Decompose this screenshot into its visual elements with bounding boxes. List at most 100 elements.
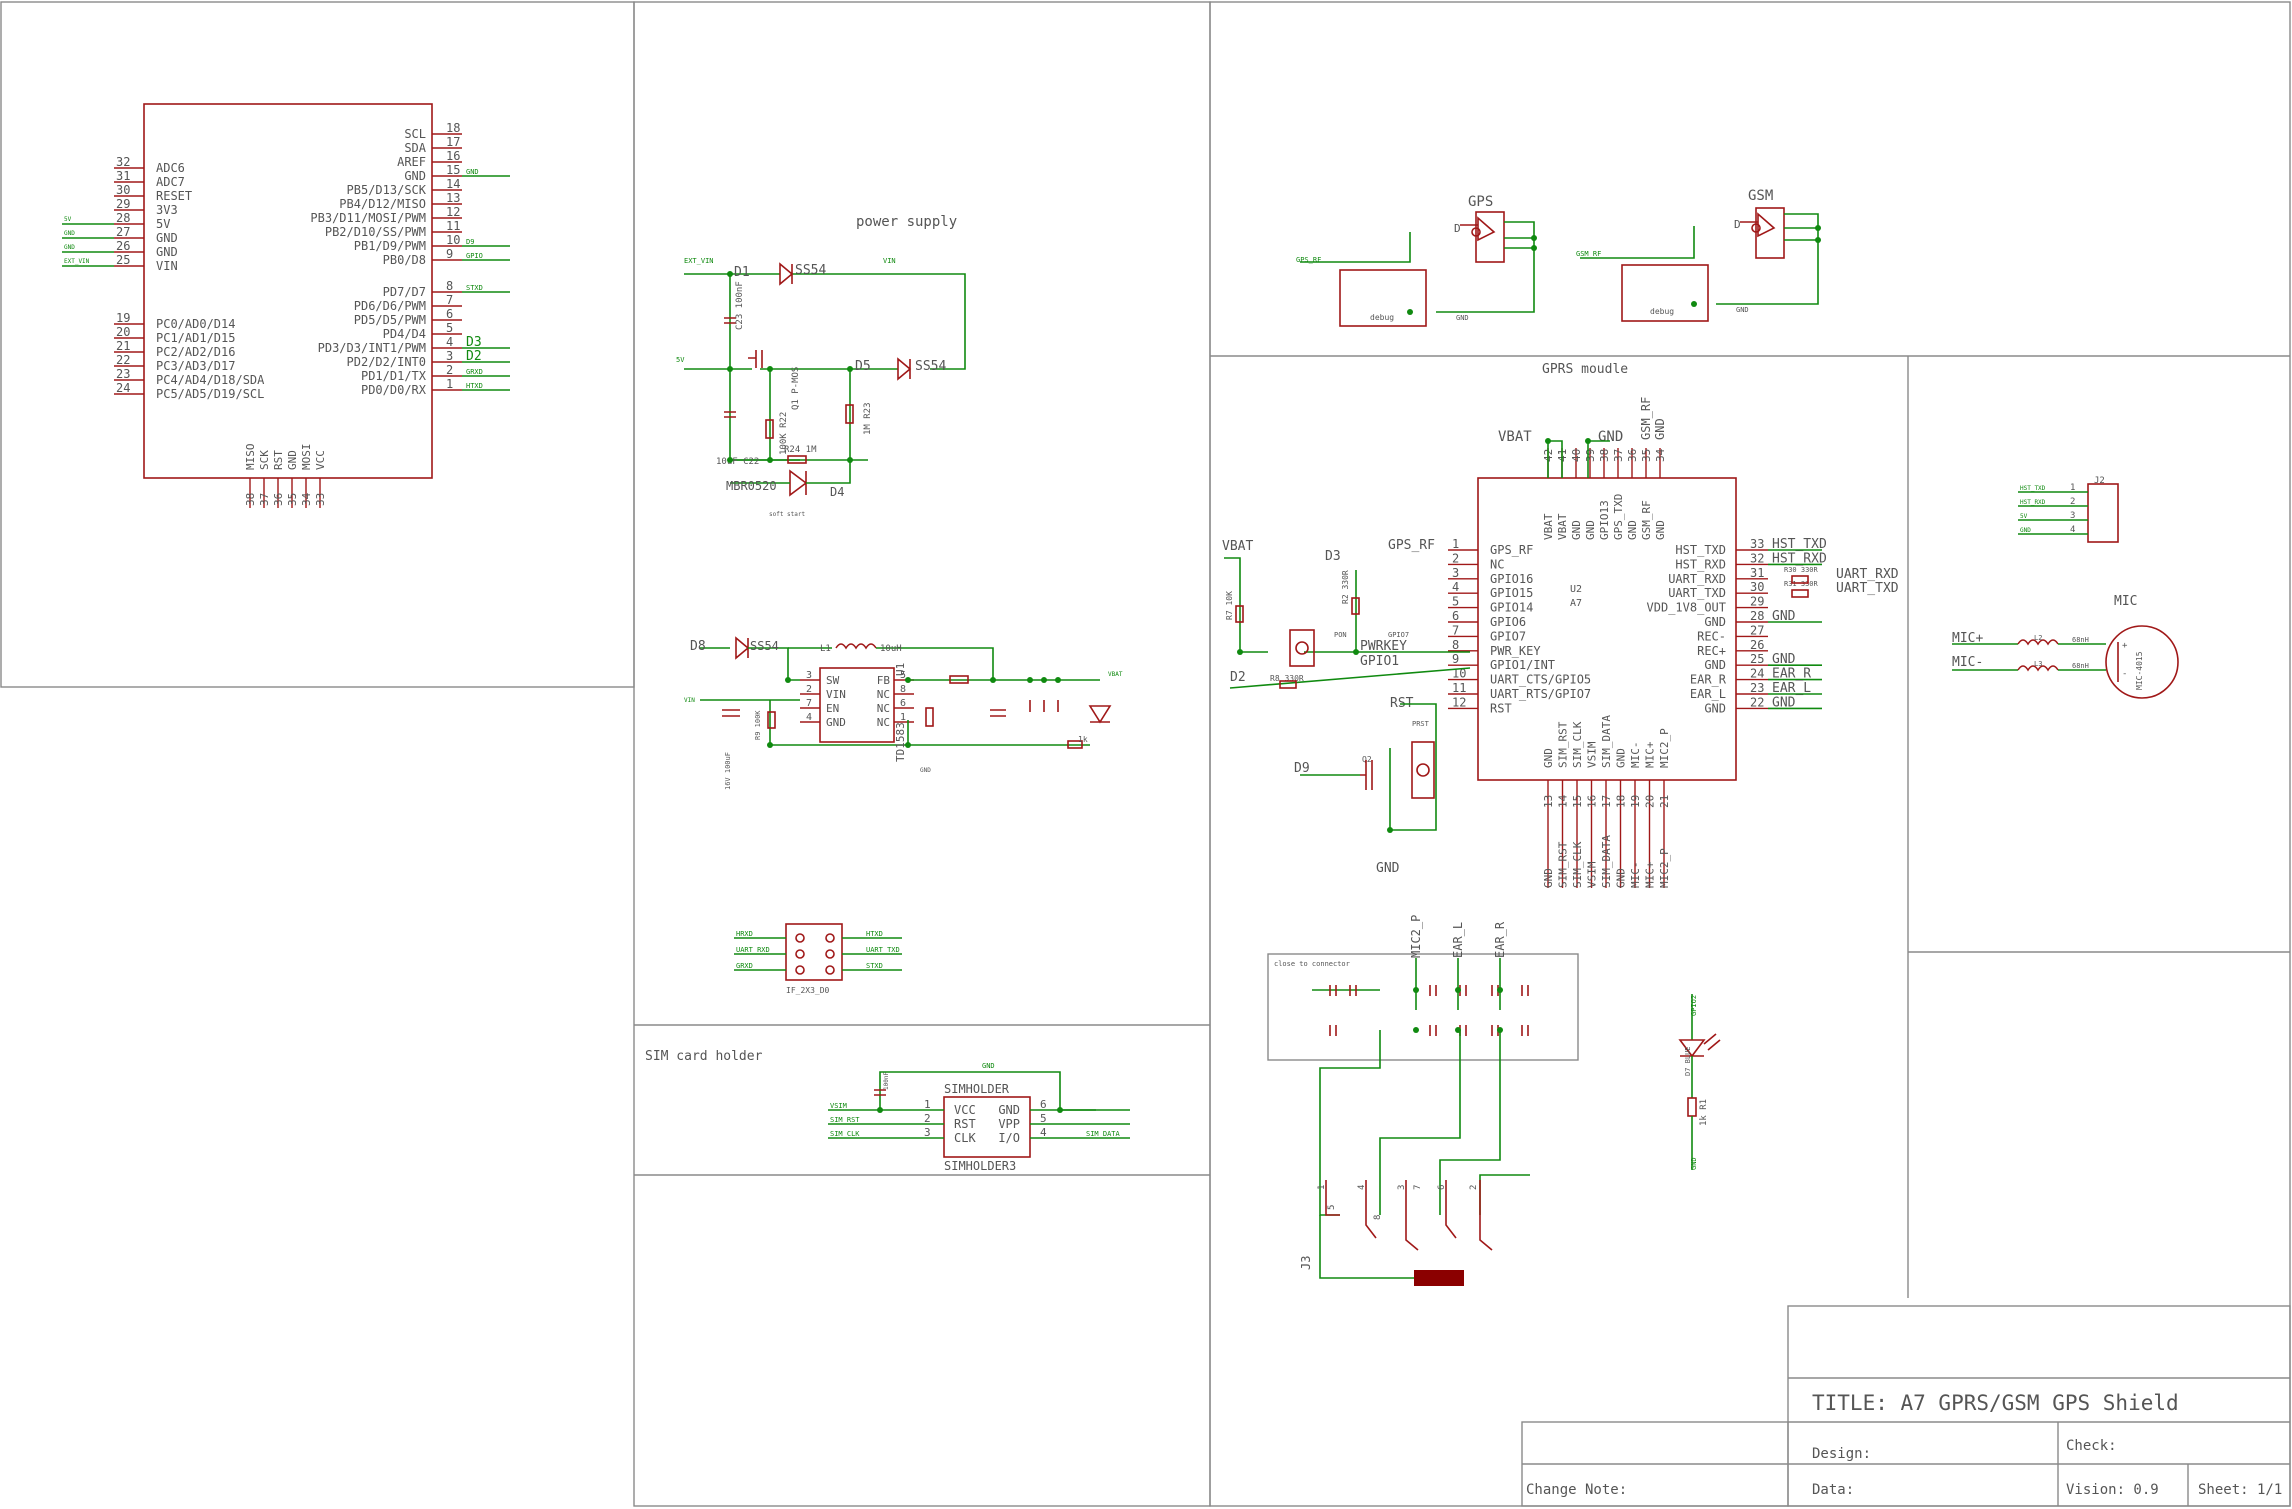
gps-rf-net: GPS_RF <box>1296 256 1321 264</box>
arduino-net-label: GPIO <box>466 252 483 260</box>
j2-label: J2 <box>2094 476 2105 486</box>
junction-dot <box>877 1107 883 1113</box>
gprs-pin-number: 11 <box>1452 681 1466 695</box>
gps-label: GPS <box>1468 194 1493 210</box>
r23-label: 1M R23 <box>863 402 873 435</box>
arduino-pin-number: 11 <box>446 219 460 233</box>
buck-pin-number: 1 <box>900 712 906 723</box>
j2-pin-number: 2 <box>2070 497 2075 507</box>
ss54-label-c: SS54 <box>750 639 779 653</box>
gprs-pin-net: MIC- <box>1629 862 1642 889</box>
junction-dot <box>727 457 733 463</box>
mic-minus-label: MIC- <box>1952 655 1983 670</box>
power-supply-title: power supply <box>856 214 957 230</box>
gps-antenna: GPS D GPS_RF debug GND <box>1296 194 1535 327</box>
junction-dot <box>767 457 773 463</box>
junction-dot <box>1413 987 1419 993</box>
title-text: TITLE: A7 GPRS/GSM GPS Shield <box>1812 1391 2179 1415</box>
j3-pin-number: 4 <box>1357 1185 1367 1190</box>
gprs-pin-name: GPIO1/INT <box>1490 658 1555 672</box>
arduino-pin-name: PB0/D8 <box>383 253 426 267</box>
sim-pin-number: 3 <box>924 1126 931 1139</box>
gps-gnd: GND <box>1456 314 1469 322</box>
arduino-net-label: D9 <box>466 238 474 246</box>
ss54-label-a: SS54 <box>795 263 826 278</box>
gprs-pin-name: UART_RXD <box>1668 572 1726 586</box>
buck-vin-net: VIN <box>684 697 695 704</box>
arduino-pin-name: ADC7 <box>156 175 185 189</box>
mic-block: MIC MIC-4015 + - MIC+ MIC- L2 L3 68nH 68… <box>1952 594 2179 699</box>
gprs-pin-name: VBAT <box>1542 513 1555 540</box>
arduino-pin-number: 29 <box>116 197 130 211</box>
buck-pin-name: NC <box>877 702 890 715</box>
arduino-pin-number: 17 <box>446 135 460 149</box>
gprs-pin-name: NC <box>1490 557 1504 571</box>
td1583-label: TD1583 <box>894 722 907 762</box>
gprs-pin-name: VBAT <box>1556 513 1569 540</box>
gprs-pin-name: GPS_RF <box>1490 543 1533 557</box>
junction-dot <box>1545 438 1551 444</box>
arduino-pin-number: 31 <box>116 169 130 183</box>
arduino-pin-number: 8 <box>446 279 453 293</box>
q1-label: Q1 P-MOS <box>791 367 801 410</box>
date-label: Data: <box>1812 1482 1854 1498</box>
header-pin-icon <box>795 933 805 943</box>
sim-net-left: VSIM <box>830 1102 847 1110</box>
buck-1k-label: 1k <box>1078 735 1088 744</box>
gprs-pin-number: 18 <box>1615 795 1628 808</box>
d4-diode-icon <box>789 469 808 497</box>
gprs-pin-number: 13 <box>1542 795 1555 808</box>
junction-dot <box>905 677 911 683</box>
arduino-pin-number: 6 <box>446 307 453 321</box>
gprs-pin-number: 1 <box>1452 537 1459 551</box>
gprs-pin-number: 30 <box>1750 580 1764 594</box>
r30-label: R30 330R <box>1784 566 1819 574</box>
sheet-label: Sheet: 1/1 <box>2198 1482 2282 1498</box>
arduino-pin-name: ADC6 <box>156 161 185 175</box>
d9-label: D9 <box>1294 761 1310 776</box>
arduino-pin-name: VCC <box>314 450 327 470</box>
sim-net-left: SIM_CLK <box>830 1130 860 1138</box>
d1-diode-icon <box>779 262 794 286</box>
arduino-pin-name: SCL <box>404 127 426 141</box>
power-supply: power supply EXT_VIN VIN 5V D1 SS54 D5 S… <box>676 214 966 518</box>
l3-value: 68nH <box>2072 662 2089 670</box>
header-net-left: UART_RXD <box>736 946 770 954</box>
arduino-pin-name: PC3/AD3/D17 <box>156 359 235 373</box>
gprs-pin-number: 29 <box>1750 595 1764 609</box>
arduino-pin-number: 34 <box>300 492 313 506</box>
sim-net-left: SIM_RST <box>830 1116 860 1124</box>
header-label: IF_2X3_D0 <box>786 986 830 995</box>
mic-part: MIC-4015 <box>2135 651 2144 690</box>
junction-dot <box>767 366 773 372</box>
gprs-pin-name: RST <box>1490 701 1512 715</box>
gprs-pin-name: GSM_RF <box>1640 500 1653 540</box>
arduino-net-label: EXT_VIN <box>64 258 90 265</box>
title-block: TITLE: A7 GPRS/GSM GPS Shield Design: Ch… <box>1521 1305 2291 1507</box>
gprs-pin-name: PWR_KEY <box>1490 644 1541 658</box>
gprs-pin-number: 19 <box>1629 795 1642 808</box>
sim-pin-number: 4 <box>1040 1126 1047 1139</box>
gsm-gnd: GND <box>1736 306 1749 314</box>
junction-dot <box>990 677 996 683</box>
sim-pin-name: VCC <box>954 1103 976 1117</box>
c22-label: 10uF C22 <box>716 457 759 467</box>
arduino-pin-number: 4 <box>446 335 453 349</box>
arduino-net-label: GND <box>64 230 75 237</box>
gprs-pin-net: SIM_CLK <box>1571 841 1584 888</box>
pwrkey-label: PWRKEY <box>1360 639 1407 654</box>
gprs-pin-number: 37 <box>1612 449 1625 462</box>
arduino-net-label: STXD <box>466 284 483 292</box>
arduino-pin-number: 20 <box>116 325 130 339</box>
junction-dot <box>1057 1107 1063 1113</box>
junction-dot <box>1237 649 1243 655</box>
arduino-pin-name: MISO <box>244 444 257 471</box>
arduino-pin-name: PD4/D4 <box>383 327 426 341</box>
arduino-pin-name: PD5/D5/PWM <box>354 313 426 327</box>
sim-holder: SIM card holder SIMHOLDER SIMHOLDER3 GND… <box>645 1049 1130 1173</box>
gprs-pin-name: GPIO15 <box>1490 586 1533 600</box>
pwrkey-button <box>1289 629 1315 667</box>
j2-pin-number: 4 <box>2070 525 2075 535</box>
gprs-pin-number: 5 <box>1452 595 1459 609</box>
